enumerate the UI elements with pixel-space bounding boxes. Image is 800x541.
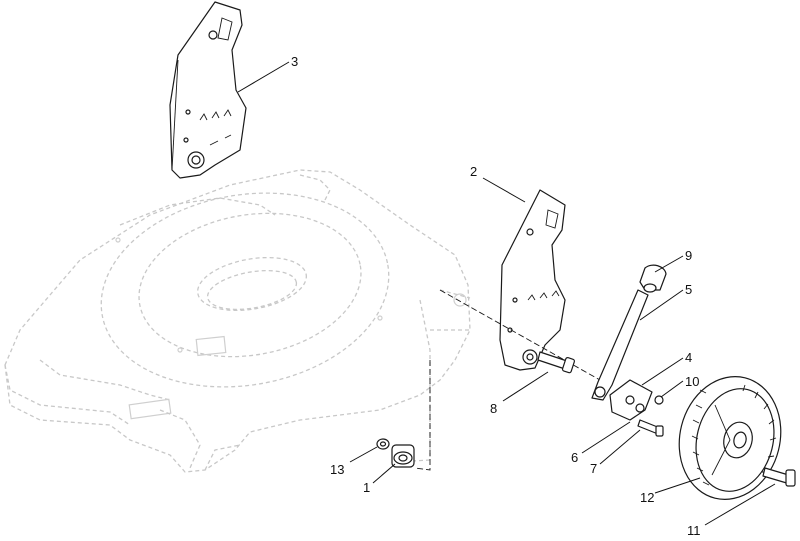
- part-9-knob: [639, 264, 667, 293]
- callout-4: 4: [685, 350, 692, 365]
- part-7-screw: [637, 419, 664, 437]
- leader-lines: [237, 61, 776, 526]
- callout-5: 5: [685, 282, 692, 297]
- callout-6: 6: [571, 450, 578, 465]
- callout-9: 9: [685, 248, 692, 263]
- callout-10: 10: [685, 374, 699, 389]
- part-5-lever: [591, 289, 649, 401]
- part-11-bolt: [762, 467, 796, 487]
- part-1-bushing: [391, 444, 415, 468]
- part-3-bracket: [169, 1, 247, 179]
- callout-13: 13: [330, 462, 344, 477]
- part-10-washer: [654, 395, 664, 405]
- part-2-bracket: [499, 189, 566, 371]
- part-13-clip: [376, 438, 390, 450]
- callout-12: 12: [640, 490, 654, 505]
- callout-1: 1: [363, 480, 370, 495]
- callout-2: 2: [470, 164, 477, 179]
- part-12-wheel: [678, 376, 782, 500]
- callout-numbers: 3 2 9 5 4 10 8 6 7 12 11 1 13: [291, 54, 701, 538]
- mower-deck-ghost: [4, 169, 471, 473]
- callout-3: 3: [291, 54, 298, 69]
- part-4-plate: [609, 379, 653, 421]
- callout-8: 8: [490, 401, 497, 416]
- callout-11: 11: [687, 523, 701, 538]
- callout-7: 7: [590, 461, 597, 476]
- part-8-bolt: [537, 351, 575, 374]
